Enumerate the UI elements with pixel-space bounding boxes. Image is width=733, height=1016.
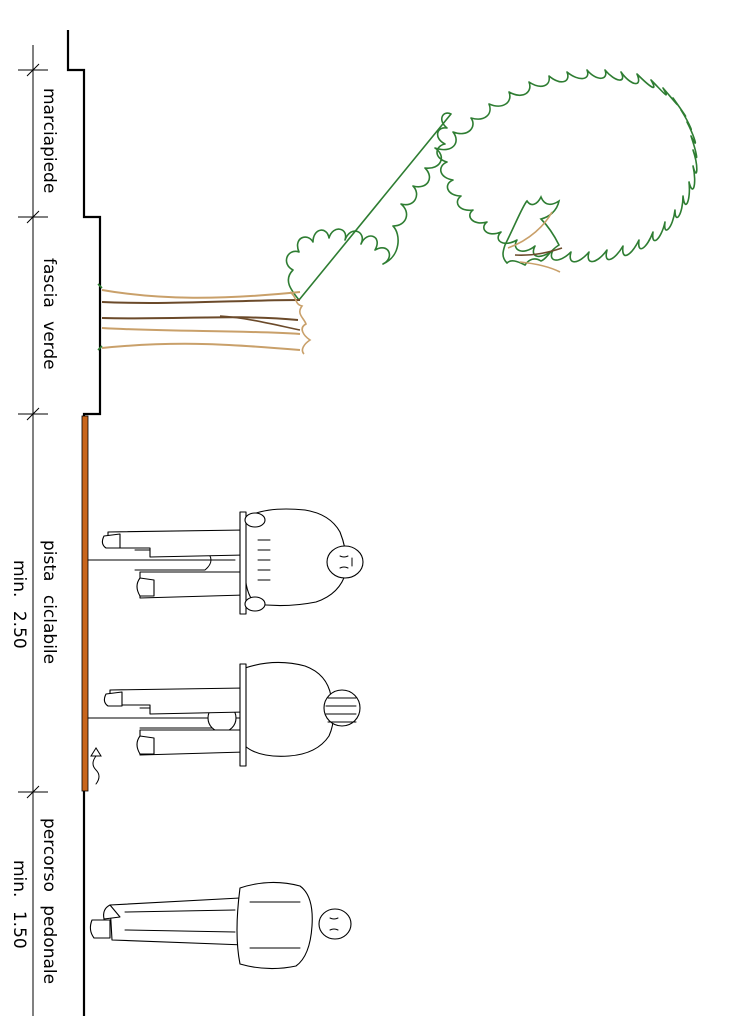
bike-lane-surface: [81, 415, 89, 792]
cyclist-icon: [87, 661, 361, 767]
ground-profile: [66, 30, 102, 1016]
svg-text:percorso pedonale: percorso pedonale: [39, 818, 59, 984]
dimension-line: [18, 45, 48, 1016]
tree-icon: [97, 69, 698, 355]
section-label-fascia-verde: fascia verde: [39, 258, 59, 370]
tree-trunk: [97, 283, 312, 355]
section-sub-pista-ciclabile: min. 2.50: [9, 560, 29, 649]
svg-text:min. 2.50: min. 2.50: [9, 560, 29, 649]
svg-text:min. 1.50: min. 1.50: [9, 860, 29, 949]
svg-text:fascia verde: fascia verde: [39, 258, 59, 370]
pedestrian-icon: [89, 881, 352, 970]
tree-branch: [502, 195, 563, 273]
section-label-pista-ciclabile: pista ciclabile: [39, 540, 59, 664]
section-label-marciapiede: marciapiede: [39, 88, 59, 193]
section-label-percorso-pedonale: percorso pedonale: [39, 818, 59, 984]
cyclist-icon: [87, 508, 364, 615]
svg-text:marciapiede: marciapiede: [39, 88, 59, 193]
direction-arrow-icon: [90, 747, 102, 785]
svg-text:pista ciclabile: pista ciclabile: [39, 540, 59, 664]
section-sub-percorso-pedonale: min. 1.50: [9, 860, 29, 949]
